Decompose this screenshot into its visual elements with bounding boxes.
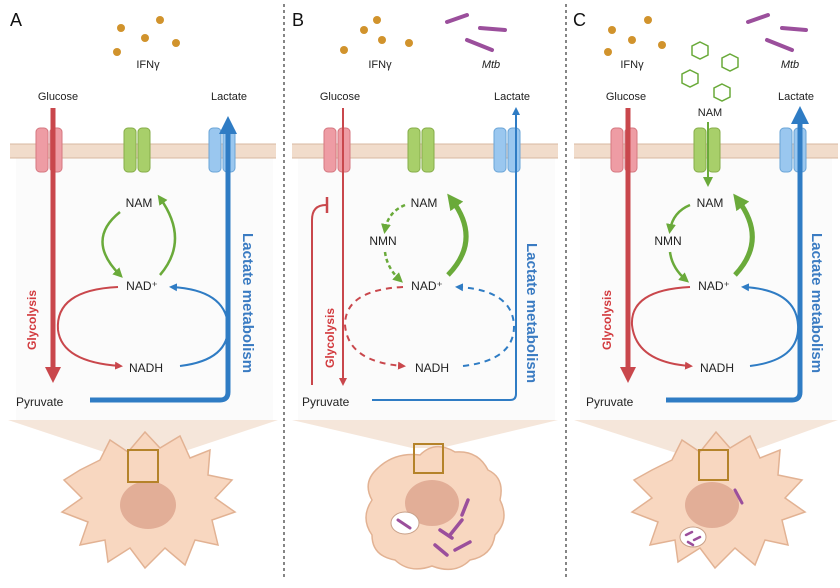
zoom-projection (292, 420, 558, 448)
pyruvate-label: Pyruvate (16, 395, 64, 409)
nam-label: NAM (126, 196, 153, 210)
ifn-gamma-label: IFNγ (620, 59, 644, 71)
zoom-projection (574, 420, 838, 460)
nad-reduction-arrow (343, 286, 406, 370)
lactate-label: Lactate (778, 91, 814, 103)
mtb-bacteria-cluster (684, 530, 702, 547)
nam-to-nmn-arrow (666, 203, 691, 234)
glycolysis-label: Glycolysis (600, 290, 614, 350)
nad-plus-label: NAD⁺ (411, 279, 443, 293)
panel-c: C IFNγ NAM Mtb (573, 10, 838, 570)
nam-outside-label: NAM (698, 107, 722, 119)
lactate-metabolism-label: Lactate metabolism (808, 233, 825, 373)
mtb-bacterium (733, 488, 744, 505)
zoom-box (698, 449, 729, 481)
lactate-export-arrow (666, 106, 809, 403)
panel-letter: A (10, 10, 22, 30)
mtb-label: Mtb (482, 59, 500, 71)
glucose-label: Glucose (320, 91, 360, 103)
nam-transporter (123, 127, 151, 173)
nam-molecule-icon (681, 41, 739, 102)
ifn-gamma-icon (340, 16, 413, 54)
nadh-oxidation-arrow (455, 283, 516, 367)
nad-plus-label: NAD⁺ (126, 279, 158, 293)
nam-to-nmn-arrow (381, 203, 406, 234)
nadh-label: NADH (129, 361, 163, 375)
mtb-bacteria-icon (746, 13, 808, 52)
glucose-label: Glucose (606, 91, 646, 103)
nadh-oxidation-arrow (741, 283, 800, 367)
lactate-label: Lactate (494, 91, 530, 103)
nam-to-nad-arrow (101, 211, 123, 278)
zoom-box (127, 449, 159, 483)
nad-to-nam-arrow (157, 194, 177, 276)
panel-b: B IFNγ Mtb Glucose Lactat (292, 10, 558, 571)
ifn-gamma-label: IFNγ (368, 59, 392, 71)
glycolysis-inhibition-line (311, 204, 327, 385)
mtb-bacterium (396, 518, 412, 530)
nad-consumption-arrow (446, 193, 469, 277)
nadh-label: NADH (700, 361, 734, 375)
mtb-bacteria-icon (445, 13, 507, 52)
glycolysis-label: Glycolysis (323, 308, 337, 368)
ifn-gamma-icon (113, 16, 180, 56)
panel-a: A IFNγ Glucose Lactate (8, 10, 278, 570)
nmn-to-nad-arrow (383, 251, 403, 283)
ifn-gamma-icon (604, 16, 666, 56)
nmn-to-nad-arrow (668, 251, 690, 283)
glycolysis-label: Glycolysis (25, 290, 39, 350)
nad-plus-label: NAD⁺ (698, 279, 730, 293)
nad-reduction-arrow (56, 286, 123, 370)
lactate-metabolism-label: Lactate metabolism (239, 233, 256, 373)
panel-letter: B (292, 10, 304, 30)
nadh-label: NADH (415, 361, 449, 375)
macrophage-cell-icon (60, 430, 237, 570)
mtb-label: Mtb (781, 59, 799, 71)
pyruvate-label: Pyruvate (586, 395, 634, 409)
lactate-export-arrow (372, 107, 520, 401)
cytoplasm-zone (298, 152, 555, 420)
nam-label: NAM (697, 196, 724, 210)
infected-macrophage-icon (630, 430, 807, 570)
nam-transporter (407, 127, 435, 173)
zoom-box (413, 443, 444, 474)
nad-reduction-arrow (630, 286, 693, 370)
panel-letter: C (573, 10, 586, 30)
pyruvate-label: Pyruvate (302, 395, 350, 409)
ifn-gamma-label: IFNγ (136, 59, 160, 71)
infected-macrophage-icon (365, 446, 505, 571)
nam-transporter (693, 127, 721, 173)
lactate-label: Lactate (211, 91, 247, 103)
nmn-label: NMN (654, 234, 681, 248)
nad-consumption-arrow (733, 193, 755, 277)
nadh-oxidation-arrow (169, 283, 230, 367)
nam-label: NAM (411, 196, 438, 210)
glucose-label: Glucose (38, 91, 78, 103)
mtb-bacteria-cluster (433, 498, 472, 557)
lactate-metabolism-label: Lactate metabolism (523, 243, 540, 383)
lactate-export-arrow (90, 116, 237, 403)
nmn-label: NMN (369, 234, 396, 248)
